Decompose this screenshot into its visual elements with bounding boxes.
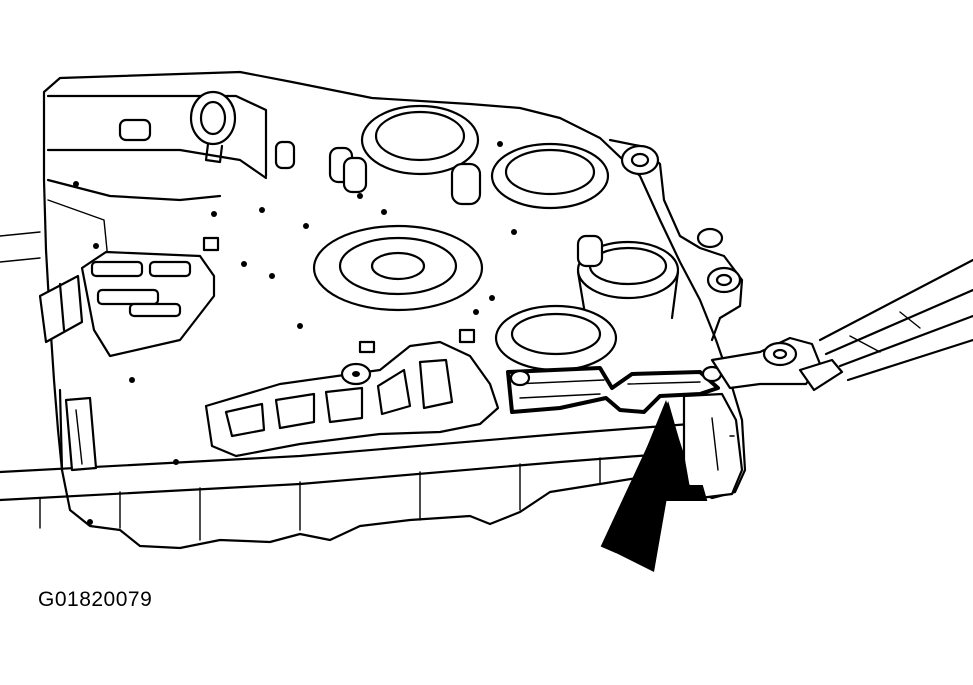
bore-lower <box>494 304 618 372</box>
wiring-harness-connector-icon <box>710 258 973 392</box>
lower-rail <box>0 422 692 541</box>
bore-right <box>576 234 680 322</box>
pointer-arrow-icon <box>600 400 708 572</box>
bore-upper-right <box>450 142 610 210</box>
figure-code-label: G01820079 <box>38 588 153 611</box>
solenoid-bracket <box>506 365 723 414</box>
upper-left-ribs <box>46 90 368 261</box>
right-flange <box>608 138 744 342</box>
left-side-module <box>0 231 216 358</box>
lower-left-channel <box>58 388 98 472</box>
lower-rib-casting <box>204 340 500 458</box>
mounting-holes <box>73 141 517 525</box>
bore-upper-center <box>360 104 480 176</box>
bore-center-hub <box>312 224 484 312</box>
